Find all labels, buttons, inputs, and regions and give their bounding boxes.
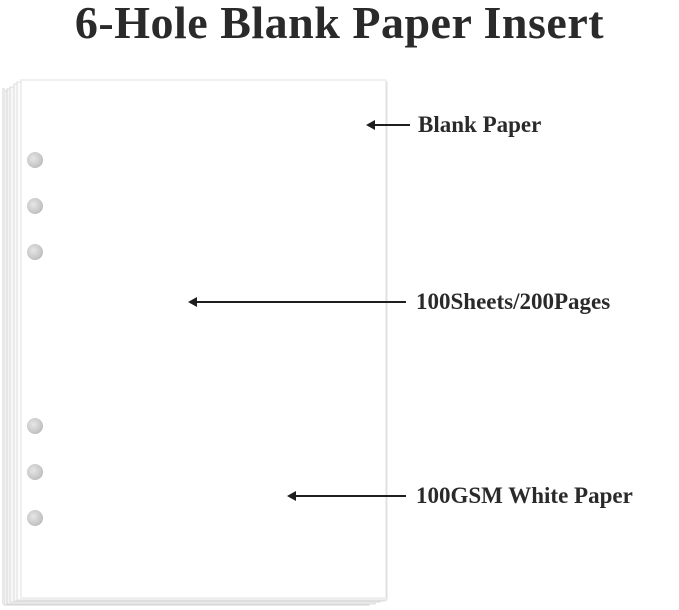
gsm-arrow	[287, 491, 406, 501]
punch-hole	[27, 244, 43, 260]
page-title: 6-Hole Blank Paper Insert	[74, 0, 605, 48]
gsm-paper-label: 100GSM White Paper	[416, 483, 633, 508]
punch-hole	[27, 152, 43, 168]
punch-hole	[27, 198, 43, 214]
paper-sheet	[20, 79, 387, 599]
sheets-arrow	[188, 297, 406, 307]
punch-hole	[27, 418, 43, 434]
sheets-pages-label: 100Sheets/200Pages	[416, 289, 611, 314]
punch-hole	[27, 510, 43, 526]
blank-paper-arrow	[366, 120, 410, 130]
blank-paper-label: Blank Paper	[418, 112, 542, 137]
punch-hole	[27, 464, 43, 480]
